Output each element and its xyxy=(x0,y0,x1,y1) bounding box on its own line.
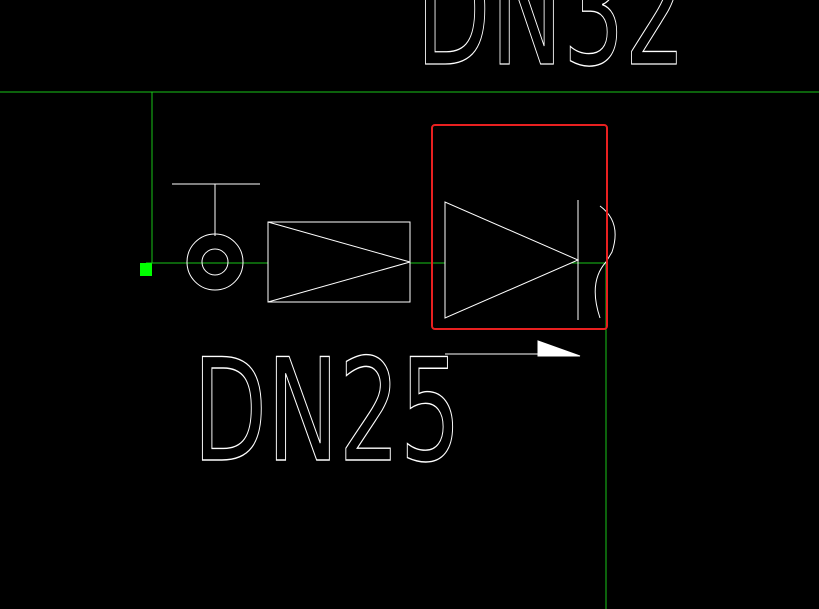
check-valve-symbol[interactable] xyxy=(444,200,616,320)
check-valve-triangle xyxy=(444,201,580,319)
reducer-upper-line xyxy=(267,221,411,263)
pipe-end-marker[interactable] xyxy=(140,263,152,276)
gate-valve-symbol[interactable] xyxy=(172,183,260,291)
selection-highlight-box[interactable] xyxy=(431,124,608,330)
valve-inner-circle xyxy=(201,248,229,276)
reducer-lower-line xyxy=(267,261,411,303)
top-pipe-size-label: DN32 xyxy=(416,0,686,100)
check-valve-arc xyxy=(594,205,616,319)
reducer-symbol[interactable] xyxy=(267,221,411,303)
reducer-body xyxy=(267,221,411,303)
branch-pipe-size-label: DN25 xyxy=(193,328,461,493)
valve-outer-circle xyxy=(186,233,244,291)
flow-direction-arrow xyxy=(445,340,581,357)
flow-arrow-head xyxy=(537,340,581,357)
